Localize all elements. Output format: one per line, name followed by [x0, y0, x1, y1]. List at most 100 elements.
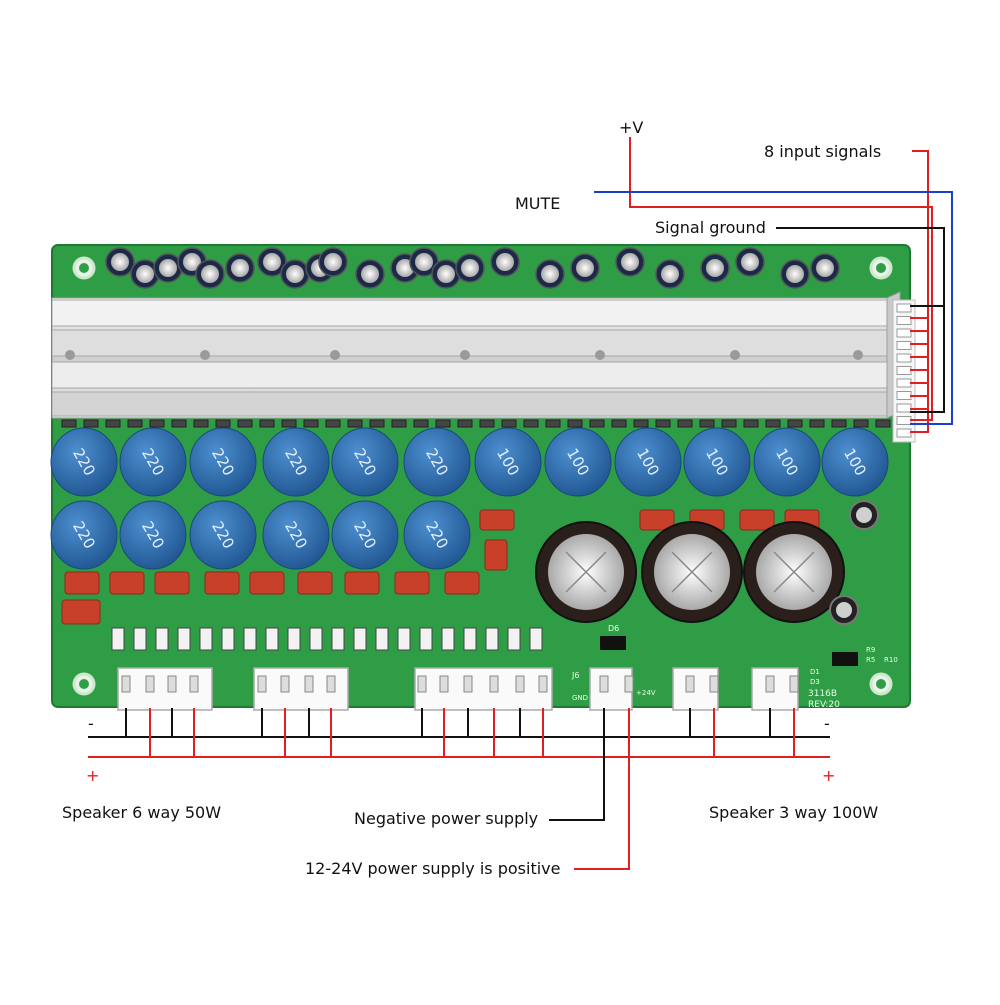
silkscreen-gnd: GND	[572, 694, 588, 702]
connector-pin	[896, 428, 912, 438]
smd-part	[369, 419, 385, 428]
plus-left: +	[86, 766, 100, 785]
blue-capacitor: 100	[614, 427, 682, 497]
silkscreen-24v: +24V	[636, 689, 656, 697]
red-mlcc	[109, 571, 145, 595]
screw	[460, 350, 470, 360]
small-cap	[257, 247, 287, 277]
resistor	[155, 627, 169, 651]
smd-part	[281, 419, 297, 428]
smd-part	[633, 419, 649, 428]
connector-pin	[896, 366, 912, 375]
blue-capacitor: 220	[189, 500, 257, 570]
smd-part	[787, 419, 803, 428]
smd-part	[699, 419, 715, 428]
smd-part	[193, 419, 209, 428]
small-cap	[195, 259, 225, 289]
small-cap	[225, 253, 255, 283]
terminal-connector	[414, 667, 553, 711]
input-connector	[892, 299, 916, 443]
top-wires	[594, 137, 953, 433]
label-signal-ground: Signal ground	[655, 218, 766, 237]
smd-part	[589, 419, 605, 428]
smd-part	[325, 419, 341, 428]
smd-part	[105, 419, 121, 428]
red-mlcc	[204, 571, 240, 595]
smd-part	[479, 419, 495, 428]
terminal-pin	[709, 675, 719, 693]
large-electrolytic-caps	[535, 521, 845, 623]
silkscreen-d3: D3	[810, 678, 820, 686]
label-positive-supply: 12-24V power supply is positive	[305, 859, 561, 878]
smd-part	[853, 419, 869, 428]
resistor	[353, 627, 367, 651]
label-plus-v: +V	[619, 118, 644, 137]
terminal-connector	[117, 667, 213, 711]
smd-part	[523, 419, 539, 428]
resistor	[243, 627, 257, 651]
small-cap	[455, 253, 485, 283]
resistor	[199, 627, 213, 651]
red-mlcc-row	[61, 509, 820, 651]
terminal-pin	[326, 675, 336, 693]
smd-part	[743, 419, 759, 428]
red-mlcc	[64, 571, 100, 595]
smd-part	[413, 419, 429, 428]
smd-part	[765, 419, 781, 428]
terminal-connector	[589, 667, 634, 711]
label-speaker-6way: Speaker 6 way 50W	[62, 803, 222, 822]
resistor	[375, 627, 389, 651]
terminal-pin	[280, 675, 290, 693]
blue-capacitor: 220	[50, 500, 118, 570]
label-input-signals: 8 input signals	[764, 142, 882, 161]
silkscreen-j6: J6	[571, 671, 579, 680]
connector-pin	[896, 403, 912, 413]
connector-pin	[896, 416, 912, 425]
terminal-pin	[167, 675, 177, 693]
terminal-pin	[789, 675, 799, 693]
screw	[853, 350, 863, 360]
large-electrolytic-cap	[535, 521, 637, 623]
smd-component-strip	[61, 419, 891, 428]
blue-capacitor: 220	[331, 500, 399, 570]
silkscreen-d6: D6	[608, 624, 619, 633]
red-mlcc	[249, 571, 285, 595]
small-electrolytic-caps-row	[105, 247, 840, 289]
smd-part	[237, 419, 253, 428]
blue-capacitor: 220	[403, 500, 471, 570]
minus-right: -	[824, 714, 830, 733]
connector-pin	[896, 391, 912, 400]
smd-part	[149, 419, 165, 428]
small-cap	[570, 253, 600, 283]
silkscreen-r10: R10	[884, 656, 898, 664]
heatsink-screws	[65, 350, 863, 360]
resistor	[221, 627, 235, 651]
blue-capacitor: 220	[119, 427, 187, 497]
terminal-pin	[121, 675, 131, 693]
resistor	[507, 627, 521, 651]
screw	[200, 350, 210, 360]
resistor	[309, 627, 323, 651]
smd-part	[391, 419, 407, 428]
small-cap	[735, 247, 765, 277]
blue-capacitor: 100	[683, 427, 751, 497]
blue-capacitor: 100	[544, 427, 612, 497]
resistor	[529, 627, 543, 651]
smd-part	[171, 419, 187, 428]
silkscreen-r9: R9	[866, 646, 875, 654]
terminal-connector	[751, 667, 799, 711]
label-mute: MUTE	[515, 194, 561, 213]
screw	[730, 350, 740, 360]
terminal-pin	[765, 675, 775, 693]
terminal-pin	[257, 675, 267, 693]
small-cap	[810, 253, 840, 283]
bottom-wires	[88, 708, 830, 870]
connector-pin	[896, 316, 912, 325]
terminal-connector	[253, 667, 349, 711]
silkscreen-d1: D1	[810, 668, 820, 676]
terminal-pin	[489, 675, 499, 693]
terminal-pin	[624, 675, 634, 693]
